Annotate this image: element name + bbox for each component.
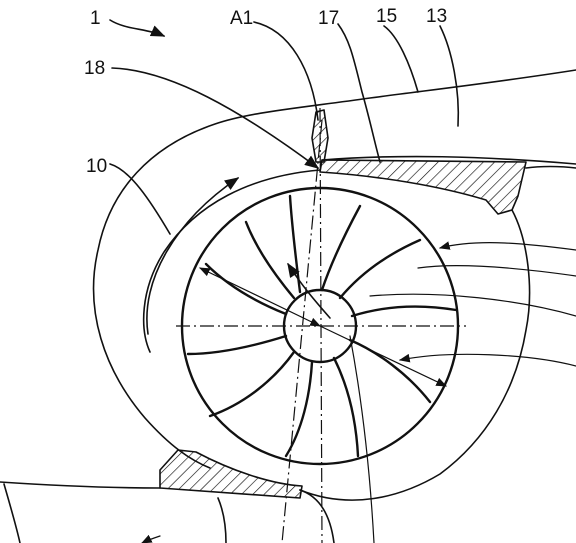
inlet-duct-lower-line [321, 155, 576, 165]
leader-right-2 [417, 264, 576, 277]
leader-right-1 [438, 241, 576, 251]
lower-flange-curves [217, 489, 335, 543]
leader-right-4 [398, 353, 576, 367]
housing-right-wall [299, 165, 576, 501]
volute-flow-arrow [146, 177, 240, 335]
label-15: 15 [376, 6, 397, 27]
leader-15 [383, 25, 419, 93]
label-10: 10 [86, 156, 107, 177]
leader-17 [337, 23, 381, 163]
tongue-tip-rib [311, 109, 329, 163]
diameter-arrow-right [319, 325, 447, 387]
leader-A1 [253, 21, 319, 121]
leader-18 [111, 67, 320, 169]
label-1: 1 [90, 8, 101, 29]
leader-lower-1 [349, 335, 375, 543]
label-18: 18 [84, 58, 105, 79]
outlet-duct-lower-left [0, 481, 161, 543]
label-13: 13 [426, 6, 447, 27]
leader-13 [439, 25, 460, 127]
label-17: 17 [318, 8, 339, 29]
lower-hatched-section [159, 449, 303, 499]
volute-inner-wall [142, 169, 321, 353]
label-A1: A1 [230, 8, 253, 29]
vertical-centerline [319, 107, 323, 543]
leader-right-3 [369, 293, 576, 317]
inclined-axis-line [281, 119, 323, 543]
diameter-arrow-left [199, 267, 321, 327]
upper-hatched-section [319, 159, 527, 215]
leader-10 [109, 163, 171, 235]
housing-upper-wall [92, 69, 576, 469]
leader-lower-2 [141, 534, 161, 543]
leader-1 [109, 19, 166, 37]
